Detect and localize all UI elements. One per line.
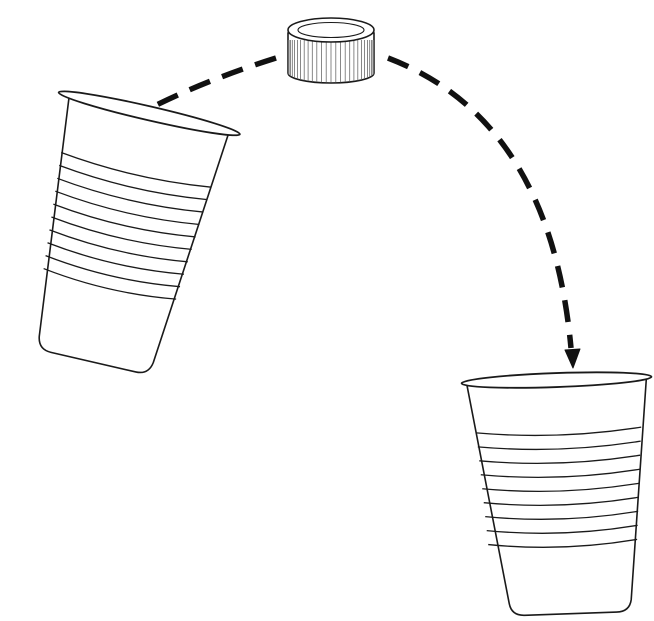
- bottle-cap-icon: [287, 17, 375, 84]
- right-trajectory-arrow: [387, 55, 581, 369]
- right-cup-rim: [460, 371, 653, 389]
- left-cup-ribs: [43, 151, 212, 300]
- right-cup-icon: [460, 371, 653, 617]
- left-cup-rim: [57, 90, 241, 137]
- cap-knurling: [287, 40, 375, 83]
- right-arrowhead-icon: [564, 348, 581, 369]
- left-cup-icon: [38, 90, 241, 374]
- right-cup-ribs: [476, 426, 642, 548]
